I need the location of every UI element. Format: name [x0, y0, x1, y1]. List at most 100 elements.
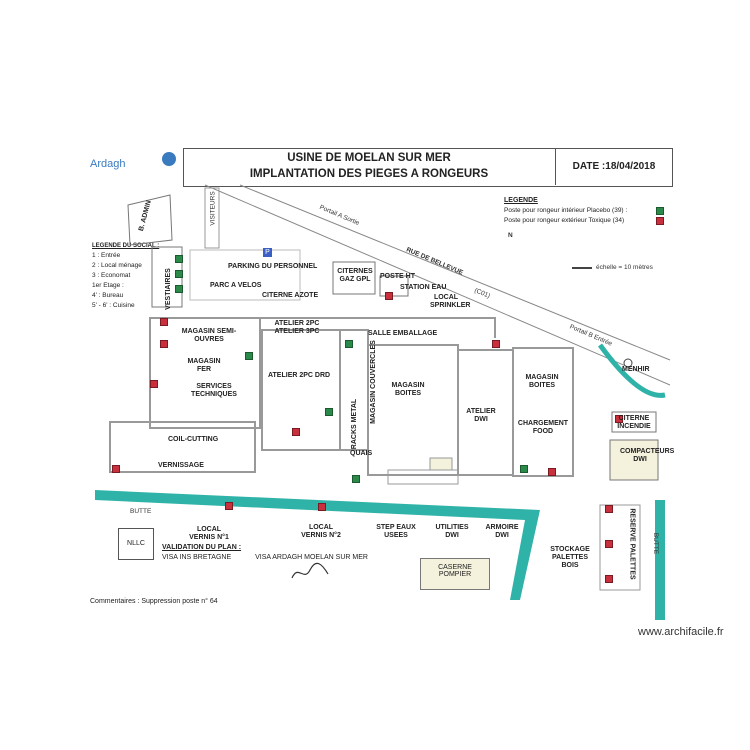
nllc-box: NLLC	[118, 528, 154, 560]
area-label: COMPACTEURS DWI	[620, 448, 675, 463]
trap-interior-marker	[245, 352, 253, 360]
trap-exterior-marker	[112, 465, 120, 473]
parking-icon: P	[263, 248, 272, 257]
magasin-boites-right	[512, 347, 574, 477]
magasin-boites-center	[367, 344, 459, 476]
trap-interior-marker	[345, 340, 353, 348]
validation-title: VALIDATION DU PLAN :	[162, 544, 242, 551]
watermark: www.archifacile.fr	[638, 626, 724, 638]
area-label: RACKS METAL	[351, 398, 359, 450]
trap-exterior-marker	[615, 415, 623, 423]
area-label: ATELIER DWI	[466, 408, 496, 423]
area-label: CHARGEMENT FOOD	[517, 420, 569, 435]
visa-ardagh: VISA ARDAGH MOELAN SUR MER	[255, 554, 368, 561]
menhir-berm	[597, 343, 666, 398]
scale-bar	[572, 267, 592, 269]
signature-mark	[291, 562, 329, 579]
b-admin-building	[127, 194, 173, 246]
butte-berm-east	[655, 500, 665, 620]
legend-exterior-swatch	[656, 217, 664, 225]
area-label: MAGASIN BOITES	[525, 374, 559, 389]
area-label: STATION EAU	[400, 284, 447, 291]
road-edge-south	[239, 184, 671, 361]
visa-ins: VISA INS BRETAGNE	[162, 554, 232, 561]
legend-exterior: Poste pour rongeur extérieur Toxique (34…	[504, 217, 625, 224]
caserne-building: CASERNE POMPIER	[420, 558, 490, 590]
trap-exterior-marker	[385, 292, 393, 300]
area-label: CITERNES GAZ GPL	[337, 268, 373, 283]
social-legend-item: 1er Etage :	[92, 282, 124, 289]
trap-interior-marker	[325, 408, 333, 416]
trap-exterior-marker	[548, 468, 556, 476]
area-label: RESERVE PALETTES	[628, 508, 636, 580]
area-label: ATELIER 2PC DRD	[268, 372, 331, 379]
butte-berm-south	[95, 490, 540, 600]
area-label: LOCAL VERNIS N°1	[189, 526, 229, 541]
social-legend: LEGENDE DU SOCIAL : 1 : Entrée 2 : Local…	[92, 241, 159, 311]
area-label: UTILITIES DWI	[435, 524, 469, 539]
trap-exterior-marker	[605, 575, 613, 583]
area-label: POSTE HT	[380, 273, 416, 280]
area-label: CITERNE INCENDIE	[617, 415, 651, 430]
caisson	[429, 457, 453, 471]
atelier-drd	[261, 329, 341, 451]
area-label: ATELIER 2PC ATELIER 3PC	[274, 320, 320, 335]
butte-label-left: BUTTE	[130, 508, 152, 515]
area-label: VERNISSAGE	[158, 462, 204, 469]
legend-interior-swatch	[656, 207, 664, 215]
area-label: MAGASIN SEMI-OUVRES	[181, 328, 237, 343]
trap-exterior-marker	[605, 540, 613, 548]
title-box	[183, 148, 673, 187]
area-label: LOCAL SPRINKLER	[430, 294, 471, 309]
visiteurs-label: VISITEURS	[209, 191, 217, 226]
reserve-palettes-area	[599, 504, 641, 591]
trap-exterior-marker	[160, 318, 168, 326]
trap-interior-marker	[352, 475, 360, 483]
trap-exterior-marker	[150, 380, 158, 388]
title-line-2: IMPLANTATION DES PIEGES A RONGEURS	[249, 168, 489, 180]
comments: Commentaires : Suppression poste n° 64	[90, 598, 218, 605]
company-logo: Ardagh	[90, 158, 126, 170]
area-label: ARMOIRE DWI	[485, 524, 519, 539]
area-label: MAGASIN FER	[187, 358, 221, 373]
social-legend-title: LEGENDE DU SOCIAL :	[92, 243, 160, 249]
west-block	[149, 317, 261, 429]
trap-exterior-marker	[605, 505, 613, 513]
area-label: SALLE EMBALLAGE	[368, 330, 438, 337]
area-label: PARC A VELOS	[210, 282, 262, 289]
social-legend-item: 4' : Bureau	[92, 292, 124, 299]
social-legend-item: 3 : Economat	[92, 272, 131, 279]
trap-exterior-marker	[318, 503, 326, 511]
utilities-strip	[387, 469, 459, 485]
poste-ht-building	[379, 275, 409, 297]
validation-block: VALIDATION DU PLAN : VISA INS BRETAGNE V…	[162, 544, 368, 561]
citernes-gaz-building	[332, 261, 376, 295]
scale-label: échelle = 10 mètres	[596, 264, 653, 271]
trap-interior-marker	[175, 285, 183, 293]
parking-area	[189, 249, 301, 301]
title-divider	[555, 148, 556, 185]
logo-icon	[162, 152, 176, 166]
plan-date: DATE :18/04/2018	[572, 161, 656, 172]
area-label: STOCKAGE PALETTES BOIS	[550, 546, 590, 569]
north-arrow-icon: N	[508, 232, 513, 239]
area-label: STEP EAUX USEES	[376, 524, 416, 539]
coil-cutting-block	[109, 421, 256, 473]
butte-label-right: BUTTE	[652, 532, 660, 555]
trap-exterior-marker	[225, 502, 233, 510]
social-legend-item: 2 : Local ménage	[92, 262, 142, 269]
trap-interior-marker	[175, 270, 183, 278]
trap-exterior-marker	[292, 428, 300, 436]
area-label: QUAIS	[350, 450, 373, 457]
road-edge-north	[204, 184, 671, 386]
area-label: MAGASIN BOITES	[391, 382, 425, 397]
area-label: CITERNE AZOTE	[262, 292, 319, 299]
caserne-label: CASERNE POMPIER	[438, 564, 472, 578]
area-label: LOCAL VERNIS N°2	[301, 524, 341, 539]
area-label: VESTIAIRES	[164, 268, 172, 310]
citerne-incendie-building	[611, 411, 657, 433]
social-legend-item: 1 : Entrée	[92, 252, 121, 259]
area-label: COIL-CUTTING	[168, 436, 219, 443]
visitors-strip	[204, 187, 220, 249]
